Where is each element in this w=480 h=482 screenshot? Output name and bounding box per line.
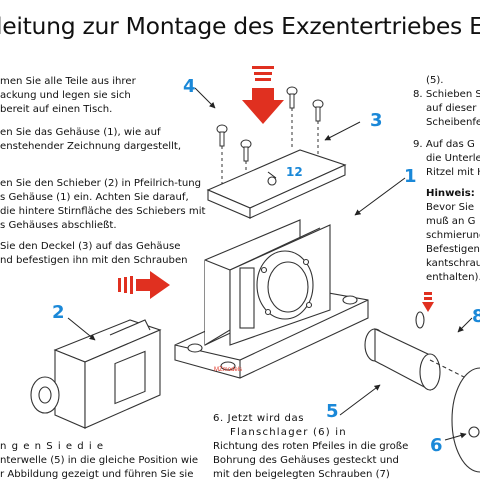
screws-group [216,86,324,200]
callout-3: 3 [370,110,383,131]
screw-icon [216,124,228,185]
brand-mark: MZmodels [214,367,242,373]
callout-5: 5 [326,401,339,422]
step-9-text: 9. Auf das G die Unterle Ritzel mit H [413,139,480,178]
ref-5-text: (5). [426,75,444,86]
callout-1: 1 [404,166,417,187]
callout-6: 6 [430,435,443,456]
cover-plate [206,149,347,219]
housing [174,219,369,379]
step-2-text: en Sie das Gehäuse (1), wie auf enstehen… [0,127,182,152]
screw-icon [286,86,298,150]
step-4-text: Sie den Deckel (3) auf das Gehäuse nd be… [0,241,188,266]
step-3-text: en Sie den Schieber (2) in Pfeilrich-tun… [0,178,206,231]
red-arrow-down-icon [242,66,284,124]
leader-lines [67,87,473,441]
flange-bearing [451,367,480,473]
slider [30,319,162,429]
step-1-text: men Sie alle Teile aus ihrer ackung und … [0,76,136,115]
red-arrow-small-icon [422,292,434,312]
callout-2: 2 [52,302,65,323]
callout-8: 8 [472,306,480,327]
screw-icon [312,99,324,170]
step-5-text: n g e n S i e d i e nterwelle (5) in die… [0,441,199,480]
step-6-text: 6. Jetzt wird das Flanschlager (6) in Ri… [213,413,409,480]
callout-12: 12 [286,165,303,179]
eccentric-shaft [364,311,471,391]
red-arrow-right-icon [118,271,170,299]
page-title: leitung zur Montage des Exzentertriebes … [0,12,480,40]
step-8-text: 8. Schieben S auf dieser Scheibenfe [413,89,480,128]
callout-4: 4 [183,76,196,97]
hinweis-note: Hinweis: Bevor Sie muß an G schmierung B… [426,188,480,283]
